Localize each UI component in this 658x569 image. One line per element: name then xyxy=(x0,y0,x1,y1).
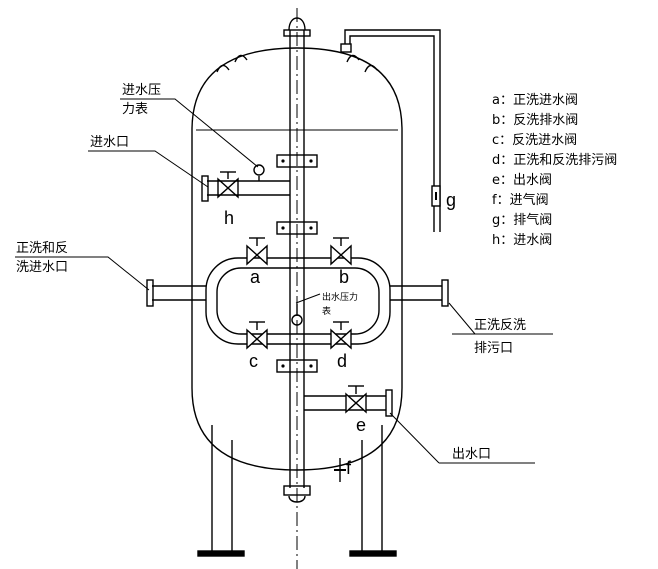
drain-pipe xyxy=(390,279,449,307)
legend-item: d：正洗和反洗排污阀 xyxy=(492,153,617,168)
forward-backwash-inlet-label-2: 洗进水口 xyxy=(16,260,68,275)
vent-pipe xyxy=(340,29,441,232)
inlet-pipe xyxy=(201,164,290,202)
center-pipe xyxy=(276,17,318,503)
valve-letter-b: b xyxy=(339,267,349,287)
tank-legs xyxy=(197,425,397,557)
valve-c xyxy=(246,321,268,350)
inlet-gauge-label: 进水压 xyxy=(122,83,161,98)
drain-label-2: 排污口 xyxy=(474,341,513,356)
legend-item: h：进水阀 xyxy=(492,233,552,248)
outlet-label: 出水口 xyxy=(452,447,491,462)
valve-letter-c: c xyxy=(249,351,258,371)
legend-item: a：正洗进水阀 xyxy=(492,93,578,108)
valve-letter-g: g xyxy=(446,190,456,210)
leader-lines xyxy=(15,98,553,464)
drain-label: 正洗反洗 xyxy=(474,318,526,333)
valve-letter-a: a xyxy=(250,267,261,287)
outlet-gauge-label-2: 表 xyxy=(322,305,331,317)
valve-b xyxy=(330,237,352,266)
outlet-gauge-label: 出水压力 xyxy=(322,291,358,303)
header-loop xyxy=(205,257,391,345)
tank-shell xyxy=(191,47,403,471)
outlet-pipe xyxy=(304,385,393,417)
inlet-gauge-label-2: 力表 xyxy=(122,102,148,117)
legend-item: f：进气阀 xyxy=(492,192,549,208)
legend-item: c：反洗进水阀 xyxy=(492,133,577,148)
valve-legend: a：正洗进水阀 b：反洗排水阀 c：反洗进水阀 d：正洗和反洗排污阀 e：出水阀… xyxy=(492,93,617,248)
valve-f xyxy=(334,458,346,482)
forward-backwash-inlet-pipe xyxy=(146,279,206,307)
legend-item: g：排气阀 xyxy=(492,212,552,228)
valve-letter-d: d xyxy=(337,351,347,371)
valve-a xyxy=(246,237,268,266)
valve-letter-e: e xyxy=(356,415,366,435)
valve-d xyxy=(330,321,352,350)
legend-item: e：出水阀 xyxy=(492,173,552,188)
legend-item: b：反洗排水阀 xyxy=(492,113,578,128)
forward-backwash-inlet-label: 正洗和反 xyxy=(16,241,68,256)
valve-letter-f: f xyxy=(346,458,352,478)
inlet-label: 进水口 xyxy=(90,135,129,150)
valve-letter-h: h xyxy=(224,208,234,228)
